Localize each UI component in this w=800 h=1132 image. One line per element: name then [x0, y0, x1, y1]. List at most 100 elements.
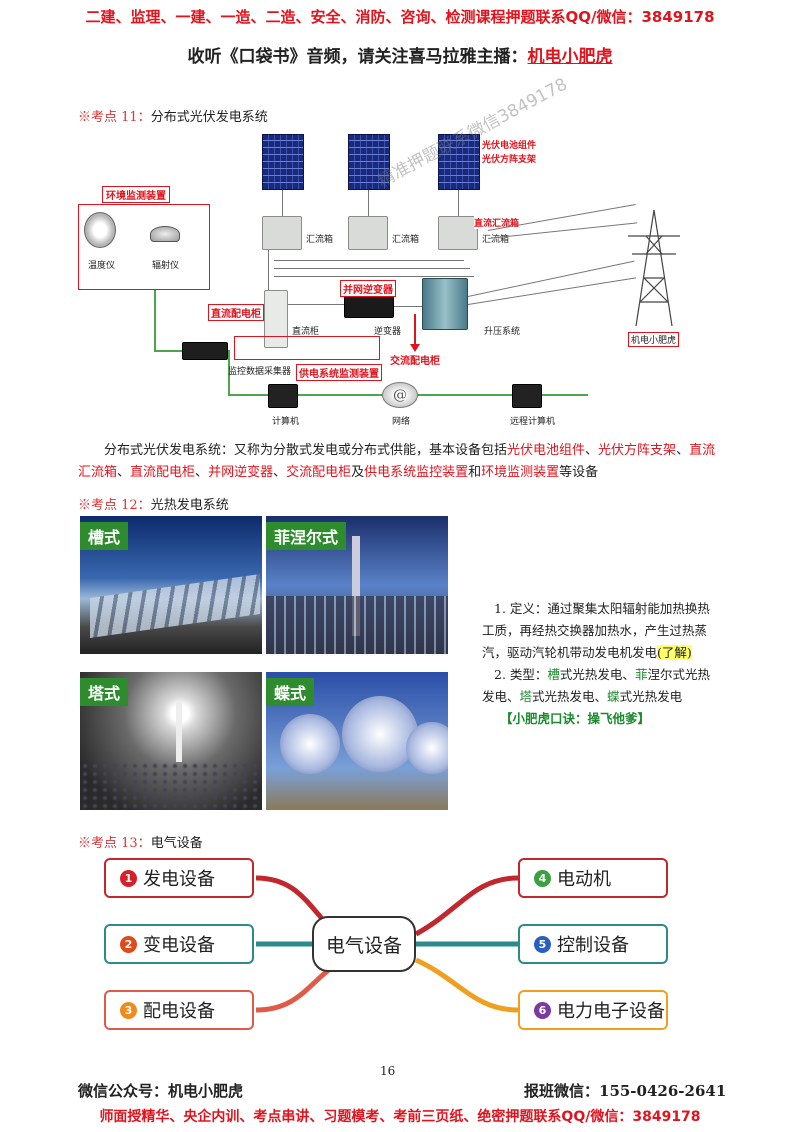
solar-tower — [176, 702, 182, 762]
node-label: 变电设备 — [143, 935, 215, 956]
remote-computer-icon — [512, 384, 542, 408]
wire — [394, 306, 422, 307]
host-name: 机电小肥虎 — [527, 47, 613, 67]
signal-line — [154, 290, 156, 352]
pv-components-label: 光伏电池组件 — [482, 141, 537, 151]
dish-2 — [342, 696, 418, 772]
combiner-label-2: 汇流箱 — [392, 235, 420, 245]
tower-label: 机电小肥虎 — [628, 332, 680, 347]
signal-line — [228, 350, 230, 396]
types-line: 2. 类型：槽式光热发电、菲涅尔式光热发电、塔式光热发电、蝶式光热发电 — [482, 664, 722, 708]
type-key: 槽 — [547, 667, 560, 682]
fresnel-tower — [352, 536, 360, 636]
tower-tag: 塔式 — [80, 678, 129, 706]
inverter — [344, 296, 394, 318]
thermometer-label: 温度仪 — [88, 261, 116, 271]
dc-cabinet — [264, 290, 288, 348]
type-rest: 式光热发电、 — [532, 689, 608, 704]
subtitle-prefix: 收听《口袋书》音频，请关注喜马拉雅主播： — [187, 47, 528, 67]
node-label: 电动机 — [557, 869, 611, 890]
para-text: 、 — [585, 443, 599, 458]
trough-mirrors — [90, 574, 260, 638]
transformer — [422, 278, 468, 330]
para-term: 光伏方阵支架 — [598, 443, 677, 458]
combiner-label-3: 汇流箱 — [482, 235, 510, 245]
inverter-label: 逆变器 — [374, 327, 402, 337]
para-term: 环境监测装置 — [481, 465, 560, 480]
node-number: 2 — [120, 935, 137, 953]
env-monitor-label: 环境监测装置 — [102, 186, 170, 203]
trough-tag: 槽式 — [80, 522, 129, 550]
definition-highlight: (了解) — [657, 645, 692, 660]
combiner-box-2 — [348, 216, 388, 250]
para-text: 、 — [195, 465, 209, 480]
branch-4 — [414, 875, 519, 937]
network-label: 网络 — [392, 417, 411, 427]
ac-arrow-head — [410, 344, 420, 352]
collector-label: 监控数据采集器 — [228, 367, 292, 377]
grid-inverter-label: 并网逆变器 — [340, 280, 396, 297]
wire — [282, 190, 283, 216]
types-prefix: 2. 类型： — [494, 667, 548, 682]
kp13-heading: ※考点 13：电气设备 — [78, 832, 203, 851]
kp11-title: 分布式光伏发电系统 — [150, 110, 268, 125]
wire — [368, 190, 369, 216]
node-label: 电力电子设备 — [557, 1001, 665, 1022]
subtitle: 收听《口袋书》音频，请关注喜马拉雅主播：机电小肥虎 — [0, 42, 800, 67]
dish-3 — [406, 722, 448, 774]
pv-panel-1 — [262, 134, 304, 190]
node-label: 发电设备 — [143, 869, 215, 890]
signal-line — [154, 350, 184, 352]
dc-combiner-label: 直流汇流箱 — [474, 216, 520, 229]
footer-signup-contact: 报班微信：155-0426-2641 — [524, 1082, 727, 1100]
type-key: 菲 — [634, 667, 648, 682]
para-term: 直流汇流箱 — [78, 443, 716, 480]
footer-wechat-account: 微信公众号：机电小肥虎 — [78, 1082, 244, 1100]
fresnel-tag: 菲涅尔式 — [266, 522, 347, 550]
para-term: 并网逆变器 — [208, 465, 274, 480]
para-term: 光伏电池组件 — [507, 443, 586, 458]
mnemonic: 【小肥虎口诀：操飞他爹】 — [500, 711, 651, 726]
type-rest: 式光热发电 — [619, 689, 683, 704]
monitor-frame — [234, 336, 380, 360]
bottom-banner: 师面授精华、央企内训、考点串讲、习题模考、考前三页纸、绝密押题联系QQ/微信：3… — [99, 1109, 701, 1125]
node-number: 3 — [120, 1001, 137, 1019]
node-number: 4 — [534, 869, 551, 887]
wire — [268, 250, 269, 294]
ac-arrow — [414, 314, 416, 348]
node-generation: 1 发电设备 — [104, 858, 254, 898]
fresnel-photo: 菲涅尔式 — [266, 516, 448, 654]
fresnel-mirrors — [266, 596, 448, 654]
type-rest: 涅尔式光热发电、 — [482, 667, 710, 704]
pv-bracket-label: 光伏方阵支架 — [482, 155, 537, 165]
wire — [288, 304, 344, 305]
node-power-electronics: 6 电力电子设备 — [518, 990, 668, 1030]
node-motor: 4 电动机 — [518, 858, 668, 898]
para-term: 交流配电柜 — [286, 465, 352, 480]
step-up-label: 升压系统 — [484, 327, 521, 337]
wire — [274, 276, 474, 277]
mindmap-center: 电气设备 — [312, 916, 416, 972]
data-collector — [182, 342, 228, 360]
type-rest: 式光热发电、 — [559, 667, 635, 682]
type-key: 蝶 — [607, 689, 620, 704]
solar-thermal-definition: 1. 定义：通过聚集太阳辐射能加热换热工质，再经热交换器加热水，产生过热蒸汽，驱… — [482, 598, 722, 730]
para-text: 和 — [468, 465, 482, 480]
node-number: 1 — [120, 869, 137, 887]
remote-computer-label: 远程计算机 — [510, 417, 556, 427]
dc-cabinet-label: 直流柜 — [292, 327, 320, 337]
kp11-paragraph: 分布式光伏发电系统：又称为分散式发电或分布式供能，基本设备包括光伏电池组件、光伏… — [78, 440, 718, 484]
env-monitor-frame — [78, 204, 210, 290]
wire — [458, 190, 459, 216]
para-text: 等设备 — [559, 465, 599, 480]
para-text: 、 — [676, 443, 690, 458]
definition-text: 1. 定义：通过聚集太阳辐射能加热换热工质，再经热交换器加热水，产生过热蒸汽，驱… — [482, 601, 710, 660]
node-number: 6 — [534, 1001, 551, 1019]
para-term: 直流配电柜 — [130, 465, 196, 480]
transmission-tower-icon — [628, 209, 680, 327]
thermometer-icon — [84, 212, 116, 248]
para-term: 供电系统监控装置 — [364, 465, 469, 480]
radiometer-label: 辐射仪 — [152, 261, 180, 271]
pv-panel-2 — [348, 134, 390, 190]
